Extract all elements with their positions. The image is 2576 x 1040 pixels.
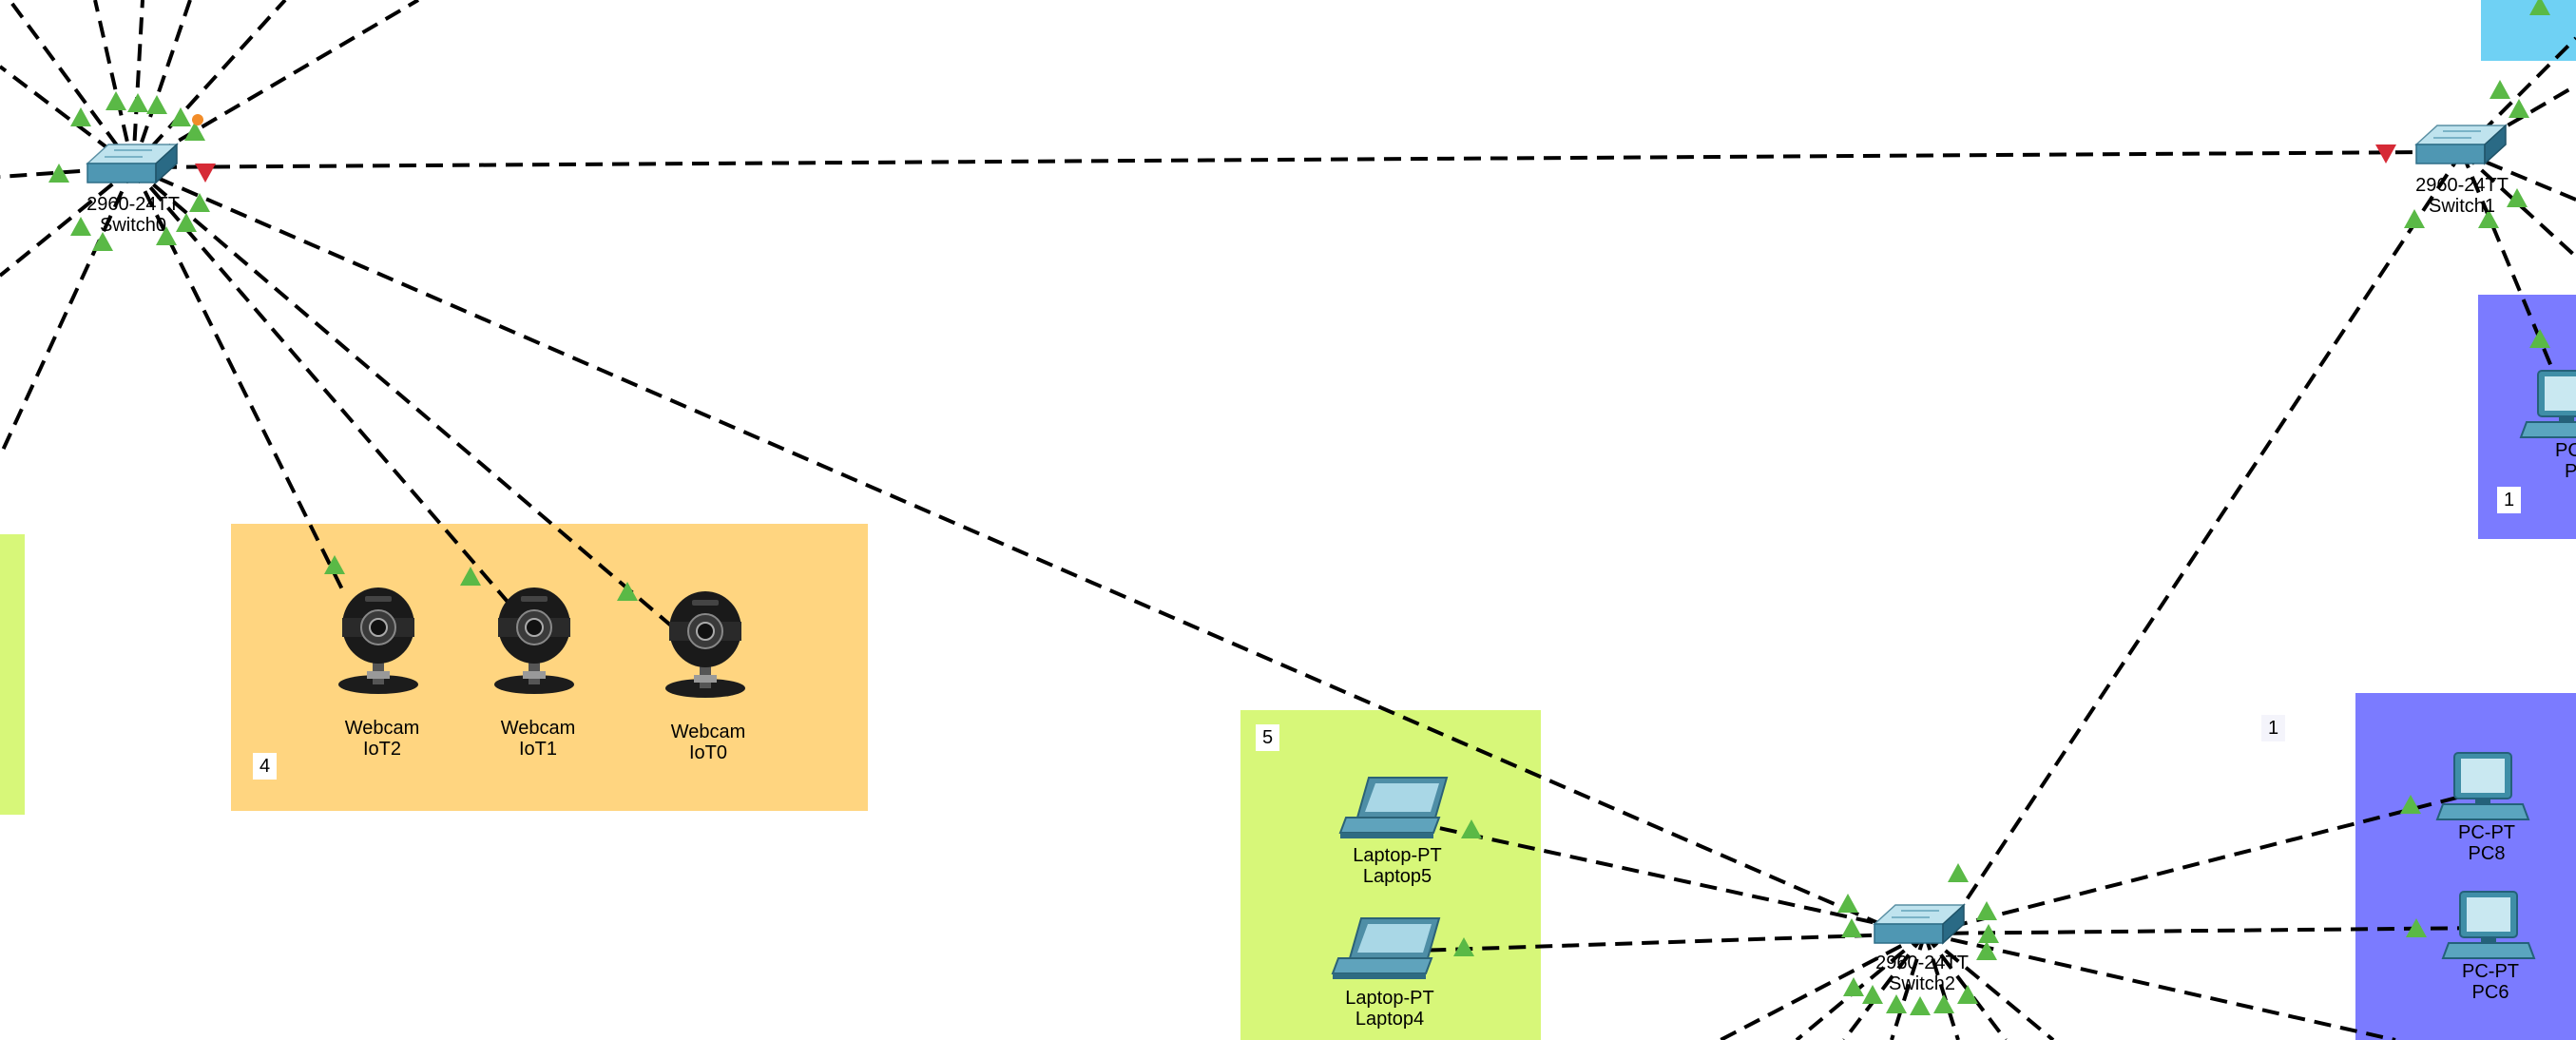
switch0-label: 2960-24TT Switch0 [87,194,180,236]
laptop4-name: Laptop4 [1355,1009,1425,1030]
switch1-label: 2960-24TT Switch1 [2415,175,2509,217]
pc-partial-model: PC- [2555,440,2576,461]
zone-number-blue-bottom: 1 [2261,715,2286,741]
iot1-model: Webcam [500,718,576,739]
switch2-icon[interactable] [1874,904,1965,944]
zone-number-laptops: 5 [1256,724,1280,751]
laptop5-model: Laptop-PT [1353,845,1442,866]
iot0-model: Webcam [670,722,746,742]
iot1-name: IoT1 [518,739,558,760]
pc8-name: PC8 [2468,843,2506,864]
zone-blue-bottom [2355,693,2576,1040]
laptop4-label: Laptop-PT Laptop4 [1345,988,1433,1030]
link-status-indicators [48,0,2550,1015]
switch1-name: Switch1 [2428,196,2496,217]
iot2-name: IoT2 [362,739,402,760]
zone-number-webcams: 4 [253,753,278,780]
pc-partial-name: PC [2565,461,2576,482]
laptop5-name: Laptop5 [1362,866,1432,887]
pc6-model: PC-PT [2462,961,2519,982]
laptop5-label: Laptop-PT Laptop5 [1353,845,1441,887]
webcam-iot1-icon[interactable] [493,587,575,695]
webcam-iot2-icon[interactable] [337,587,419,695]
switch0-name: Switch0 [99,215,167,236]
switch0-icon[interactable] [87,144,178,183]
iot2-label: Webcam IoT2 [345,718,420,760]
iot0-name: IoT0 [688,742,728,763]
pc6-label: PC-PT PC6 [2462,961,2519,1003]
switch2-label: 2960-24TT Switch2 [1875,953,1969,994]
pc8-model: PC-PT [2458,822,2515,843]
switch2-name: Switch2 [1888,973,1956,994]
laptop4-model: Laptop-PT [1345,988,1434,1009]
zone-cyan-top [2481,0,2576,61]
pc6-name: PC6 [2471,982,2509,1003]
switch1-model: 2960-24TT [2415,175,2509,196]
iot0-label: Webcam IoT0 [671,722,746,763]
pc8-icon[interactable] [2436,752,2529,820]
iot1-label: Webcam IoT1 [501,718,576,760]
laptop4-icon[interactable] [1332,917,1440,980]
switch0-model: 2960-24TT [87,194,180,215]
pc6-icon[interactable] [2442,891,2535,959]
laptop5-icon[interactable] [1339,777,1448,839]
pc-partial-label: PC- PC [2555,440,2576,482]
zone-laptops [1240,710,1541,1040]
pc8-label: PC-PT PC8 [2458,822,2515,864]
pc-partial-icon[interactable] [2520,370,2576,438]
webcam-iot0-icon[interactable] [664,590,746,699]
zone-number-blue-top: 1 [2497,487,2522,513]
iot2-model: Webcam [344,718,420,739]
zone-left-green [0,534,25,815]
switch1-icon[interactable] [2415,125,2507,164]
switch2-model: 2960-24TT [1875,953,1969,973]
